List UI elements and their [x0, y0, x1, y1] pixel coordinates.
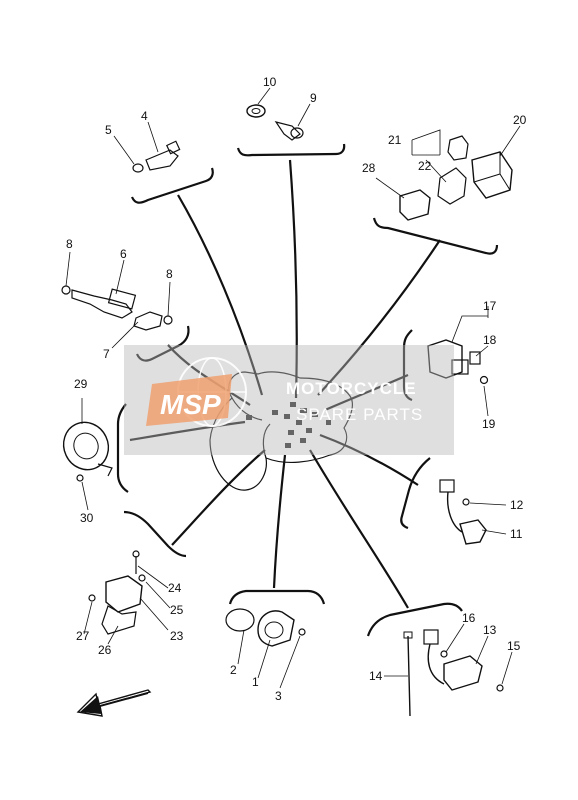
callout-9: 9 [310, 91, 317, 105]
stay-part-7 [133, 311, 163, 331]
ecu-part-20 [471, 151, 513, 199]
callout-2: 2 [230, 663, 237, 677]
callout-15: 15 [507, 639, 521, 653]
sensor-part-13 [443, 655, 483, 691]
nut-part-8-right [163, 315, 173, 325]
part-group-bracket [61, 285, 173, 331]
grommet-part-10 [246, 104, 266, 118]
part-group-bracket-assy [88, 550, 146, 635]
bolt-part-27 [88, 594, 96, 602]
bolt-part-12 [462, 498, 470, 506]
callout-11: 11 [510, 527, 523, 541]
tie-part-14 [407, 635, 411, 717]
watermark-line-1: MOTORCYCLE [286, 379, 417, 398]
collar-part-25 [138, 574, 146, 582]
callout-13: 13 [483, 623, 497, 637]
callout-30: 30 [80, 511, 94, 525]
callout-5: 5 [105, 123, 112, 137]
watermark: MSP MOTORCYCLE SPARE PARTS [124, 345, 454, 455]
callout-14: 14 [369, 669, 383, 683]
callout-leaders [65, 87, 521, 689]
callout-16: 16 [462, 611, 476, 625]
callout-17: 17 [483, 299, 497, 313]
callout-21: 21 [388, 133, 402, 147]
relay-part-21 [447, 135, 469, 161]
callout-3: 3 [275, 689, 282, 703]
callout-29: 29 [74, 377, 88, 391]
oring-part-2 [225, 608, 255, 632]
callout-12: 12 [510, 498, 524, 512]
watermark-line-2: SPARE PARTS [296, 405, 423, 424]
cover-part-1 [257, 610, 295, 647]
callout-27: 27 [76, 629, 90, 643]
part-group-horn [62, 421, 113, 482]
relay-part-28 [399, 189, 431, 221]
watermark-logo-text: MSP [160, 389, 221, 420]
leader-spokes [129, 159, 441, 609]
bolt-part-30 [76, 474, 84, 482]
callout-7: 7 [103, 347, 110, 361]
callout-labels: 1 2 3 4 5 6 7 8 8 9 10 11 12 13 14 15 16… [66, 75, 527, 703]
part-group-tie [403, 629, 504, 717]
bolt-part-15 [496, 684, 504, 692]
callout-25: 25 [170, 603, 184, 617]
callout-18: 18 [483, 333, 497, 347]
horn-part-29 [62, 421, 110, 471]
callout-8a: 8 [66, 237, 73, 251]
part-group-caps [246, 104, 304, 141]
callout-19: 19 [482, 417, 496, 431]
part-group-cover [225, 608, 306, 647]
callout-23: 23 [170, 629, 184, 643]
sensor-part-11 [459, 519, 487, 545]
bracket-part-22 [437, 167, 467, 205]
nut-part-8-left [61, 285, 71, 295]
part-group-regulator [427, 339, 489, 385]
callout-26: 26 [98, 643, 112, 657]
screw-part-19 [479, 375, 489, 385]
callout-8b: 8 [166, 267, 173, 281]
clamp-part-6 [71, 289, 133, 319]
bolt-part-3 [298, 628, 306, 636]
bolt-part-16 [440, 650, 448, 658]
callout-4: 4 [141, 109, 148, 123]
callout-28: 28 [362, 161, 376, 175]
washer-part-5 [132, 163, 144, 173]
callout-22: 22 [418, 159, 432, 173]
part-group-sensor-lead [439, 479, 487, 545]
direction-arrow-icon [76, 689, 152, 717]
unit-part-23 [105, 575, 143, 613]
callout-10: 10 [263, 75, 277, 89]
callout-1: 1 [252, 675, 259, 689]
callout-20: 20 [513, 113, 527, 127]
switch-part-9 [274, 121, 301, 141]
callout-24: 24 [168, 581, 182, 595]
callout-6: 6 [120, 247, 127, 261]
part-group-ecu [399, 135, 513, 221]
part-group-sensor [132, 140, 181, 173]
sensor-part-4 [145, 149, 179, 171]
clip-part-18 [469, 351, 481, 365]
bracket-part-26 [101, 605, 137, 635]
regulator-part-17 [427, 339, 463, 379]
group-brackets [116, 143, 499, 637]
watermark-logo-badge [146, 374, 232, 426]
